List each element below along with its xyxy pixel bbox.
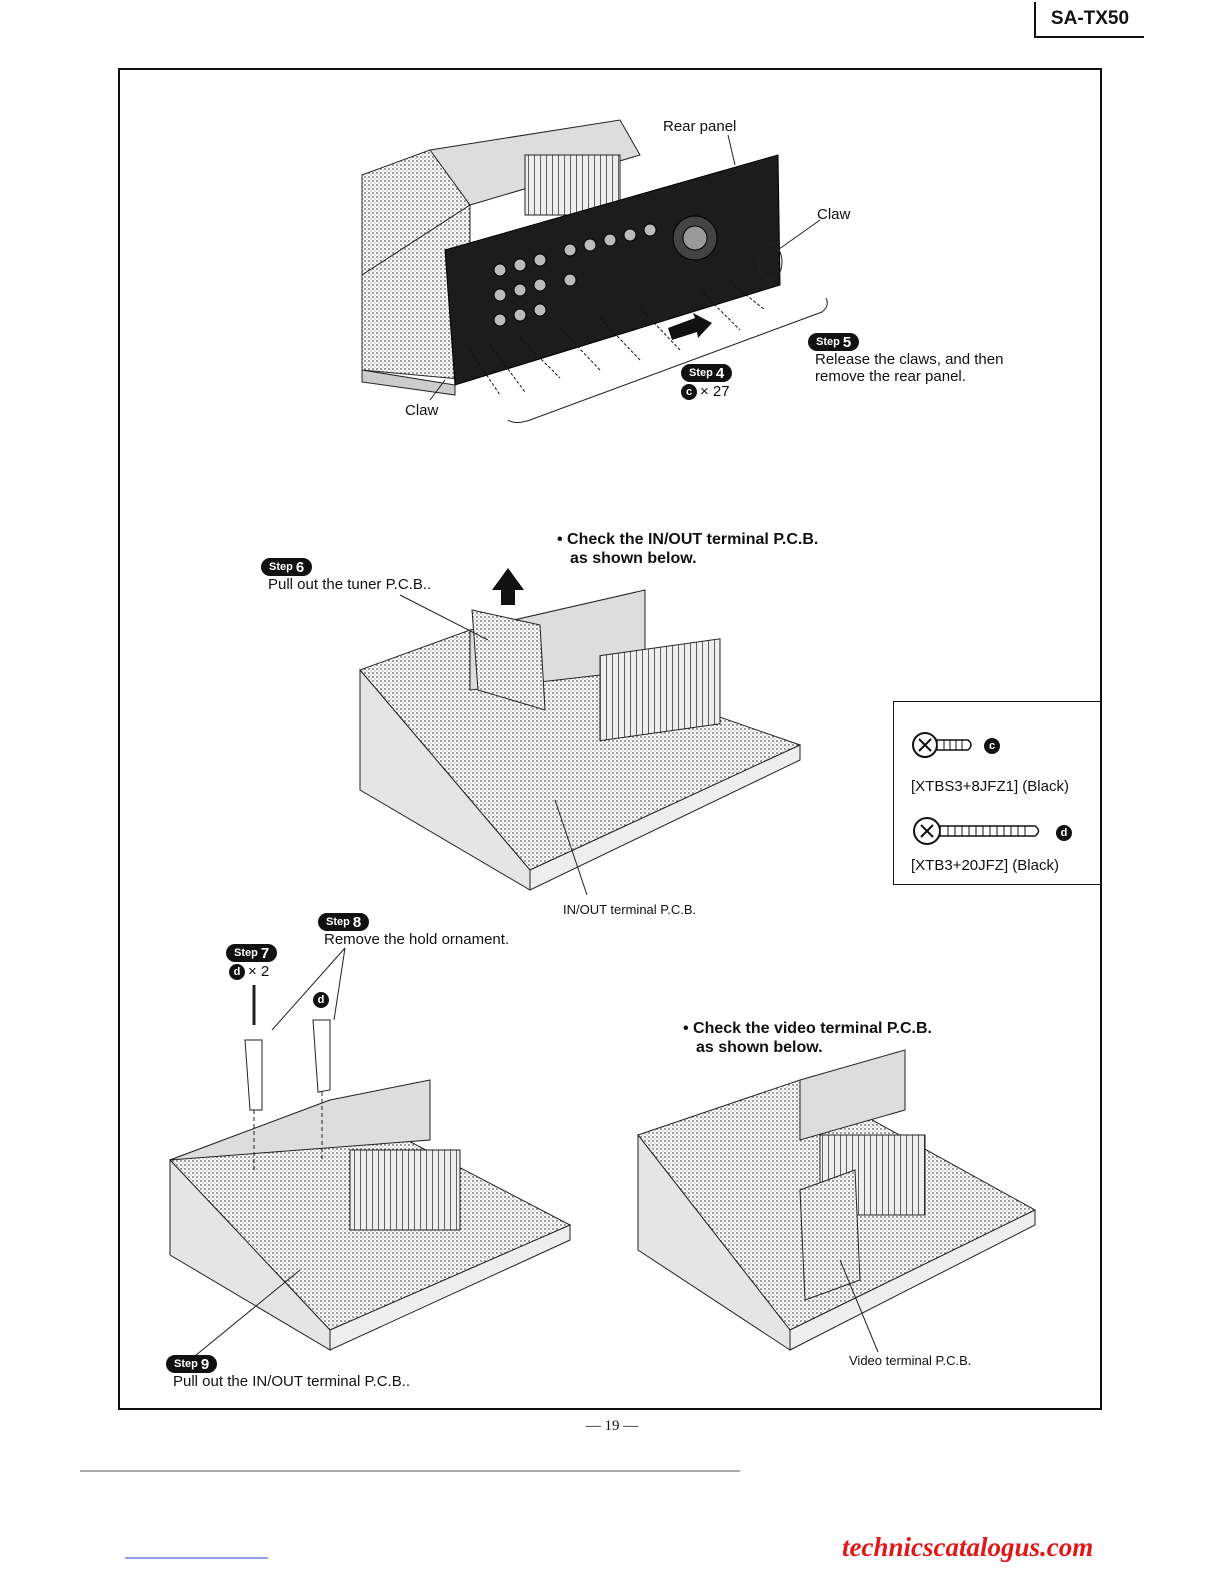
rear-panel-illustration (361, 119, 828, 423)
tuner-pcb-illustration (359, 568, 802, 896)
claw-left-label: Claw (405, 402, 439, 419)
legend-c-marker: c (984, 736, 1000, 754)
rear-panel-label: Rear panel (663, 118, 737, 135)
screw-legend (893, 701, 1101, 885)
claw-right-label: Claw (817, 206, 851, 223)
video-pcb-illustration (637, 1049, 1037, 1353)
legend-c-part: [XTBS3+8JFZ1] (Black) (911, 778, 1069, 795)
page-number: — 19 — (585, 1418, 639, 1434)
screw-c-icon (912, 732, 972, 758)
inout-pcb-illustration (169, 947, 572, 1361)
website-link[interactable]: technicscatalogus.com (842, 1532, 1094, 1562)
ornament-screw-marker: d (313, 990, 329, 1008)
legend-d-part: [XTB3+20JFZ] (Black) (911, 857, 1059, 874)
check-video-note: • Check the video terminal P.C.B. as sho… (683, 1020, 932, 1056)
legend-d-marker: d (1056, 823, 1072, 841)
step6-text: Pull out the tuner P.C.B.. (268, 576, 432, 593)
step5-text: Release the claws, and then remove the r… (815, 351, 1004, 385)
model-number: SA-TX50 (1034, 2, 1144, 38)
step7-screw-count: d × 2 (229, 963, 269, 980)
check-inout-note: • Check the IN/OUT terminal P.C.B. as sh… (557, 531, 819, 567)
step9-text: Pull out the IN/OUT terminal P.C.B.. (173, 1373, 411, 1390)
step4-screw-count: c × 27 (681, 383, 730, 400)
step8-text: Remove the hold ornament. (324, 931, 510, 948)
screw-d-icon (913, 817, 1040, 845)
video-pcb-label: Video terminal P.C.B. (849, 1353, 972, 1368)
screw-d-marker: d (229, 963, 245, 980)
inout-pcb-label: IN/OUT terminal P.C.B. (563, 902, 697, 917)
diagram-frame (118, 68, 1102, 1410)
screw-c-marker: c (681, 383, 697, 400)
